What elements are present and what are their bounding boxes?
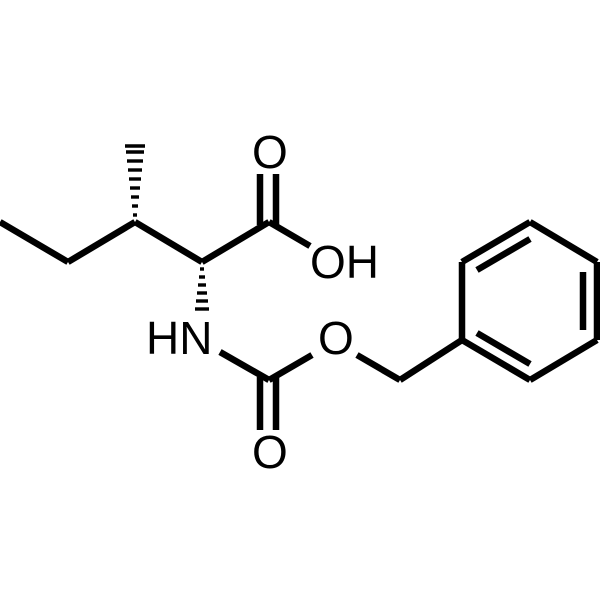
- atom-label-carbonyl-oxygen-top: O: [252, 126, 288, 178]
- atom-label-hydroxyl: OH: [310, 236, 379, 288]
- atom-label-carbonyl-oxygen-bottom: O: [252, 426, 288, 478]
- benzene-ring: [458, 219, 600, 383]
- bond-beta-alpha: [133, 219, 204, 265]
- atom-label-amine: HN: [146, 312, 212, 364]
- bond-ester-o-ch2: [355, 352, 402, 383]
- hashed-wedge-methyl: [125, 144, 145, 217]
- bond-ch2-beta-carbon: [66, 219, 137, 265]
- bond-alpha-carboxyl: [200, 219, 271, 265]
- hashed-wedge-nitrogen: [195, 267, 209, 311]
- bond-carboxyl-oh: [267, 219, 312, 249]
- bond-n-carbamate: [218, 349, 271, 383]
- bond-ch3-ch2: [0, 219, 70, 265]
- bond-ch2-phenyl: [398, 337, 464, 383]
- bond-carbamate-ester-o: [267, 352, 314, 383]
- atom-label-ester-oxygen: O: [318, 312, 354, 364]
